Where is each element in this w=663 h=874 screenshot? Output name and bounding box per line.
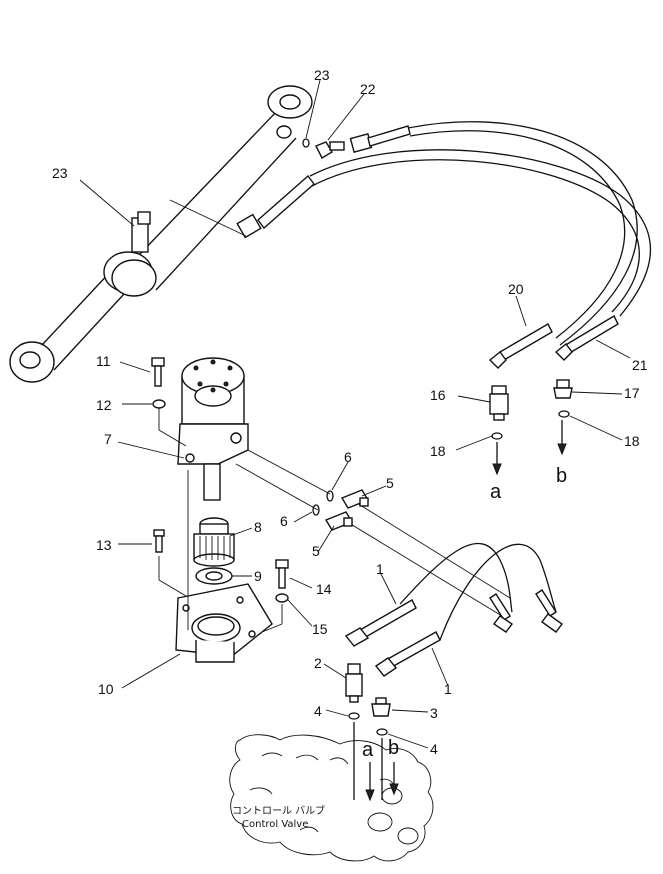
callout-7: 7 bbox=[104, 431, 112, 447]
callout-11: 11 bbox=[96, 353, 111, 369]
callout-12: 12 bbox=[96, 397, 112, 413]
bolt-14 bbox=[275, 559, 289, 589]
connector-lines bbox=[235, 449, 511, 617]
callout-1-upper: 1 bbox=[376, 561, 384, 577]
callout-9: 9 bbox=[254, 568, 262, 584]
callout-10: 10 bbox=[98, 681, 114, 697]
port-a-lower: a bbox=[362, 739, 374, 761]
callout-21: 22 bbox=[360, 81, 376, 97]
adapter-3 bbox=[371, 697, 391, 717]
o-ring-4-left bbox=[348, 712, 360, 720]
o-ring-6-upper bbox=[326, 490, 334, 502]
callout-5-lower: 5 bbox=[312, 543, 320, 559]
callout-16: 16 bbox=[430, 387, 446, 403]
callout-leaders bbox=[79, 79, 631, 749]
hose-19 bbox=[488, 323, 553, 369]
mounting-bracket-10 bbox=[175, 583, 273, 663]
o-ring-18-right bbox=[558, 410, 570, 418]
o-ring-6-lower bbox=[312, 504, 320, 516]
callout-1-lower: 1 bbox=[444, 681, 452, 697]
steering-unit bbox=[177, 357, 249, 501]
callout-22: 23 bbox=[314, 67, 330, 83]
callout-3: 3 bbox=[430, 705, 438, 721]
control-valve-caption: コントロール バルブ Control Valve bbox=[232, 804, 325, 830]
callout-5-upper: 5 bbox=[386, 475, 394, 491]
callout-14: 14 bbox=[316, 581, 332, 597]
spline-coupling-8 bbox=[193, 517, 235, 567]
adapter-16 bbox=[489, 385, 509, 421]
callout-18-right: 18 bbox=[624, 433, 640, 449]
port-a-upper: a bbox=[490, 481, 502, 503]
adapter-17 bbox=[553, 379, 573, 399]
control-valve-body bbox=[229, 734, 434, 862]
bolt-11 bbox=[151, 357, 165, 387]
hose-1-pair bbox=[344, 542, 563, 677]
callout-labels: 23 22 23 20 21 16 17 18 18 11 12 7 6 6 5… bbox=[52, 67, 648, 757]
cylinder-hoses bbox=[169, 121, 652, 346]
callout-6-upper: 6 bbox=[344, 449, 352, 465]
callout-18-left: 18 bbox=[430, 443, 446, 459]
washer-15 bbox=[275, 593, 289, 603]
caption-english: Control Valve bbox=[242, 819, 308, 830]
arrows-a-b-lower bbox=[353, 722, 399, 802]
port-b-upper: b bbox=[556, 465, 567, 487]
callout-4-right: 4 bbox=[430, 741, 438, 757]
adapter-5-lower bbox=[324, 511, 354, 531]
callout-15: 15 bbox=[312, 621, 328, 637]
callout-13: 13 bbox=[96, 537, 112, 553]
washer-12 bbox=[152, 399, 166, 409]
callout-4-left: 4 bbox=[314, 703, 322, 719]
bolt-13 bbox=[153, 529, 187, 597]
hose-20 bbox=[554, 315, 619, 361]
leader bbox=[158, 429, 187, 447]
callout-8: 8 bbox=[254, 519, 262, 535]
o-ring-18-left bbox=[491, 432, 503, 440]
o-ring-4-right bbox=[376, 728, 388, 736]
callout-6-lower: 6 bbox=[280, 513, 288, 529]
bearing-9 bbox=[195, 567, 233, 585]
callout-23: 23 bbox=[52, 165, 68, 181]
callout-20: 21 bbox=[632, 357, 648, 373]
caption-japanese: コントロール バルブ bbox=[232, 804, 325, 817]
callout-17: 17 bbox=[624, 385, 640, 401]
adapter-2 bbox=[345, 663, 363, 703]
callout-2: 2 bbox=[314, 655, 322, 671]
port-markers: a b a b bbox=[362, 465, 567, 761]
hydraulic-cylinder bbox=[9, 85, 313, 383]
arrows-a-b-upper bbox=[492, 420, 567, 476]
elbow-fitting-21 bbox=[302, 138, 345, 159]
callout-19: 20 bbox=[508, 281, 524, 297]
port-b-lower: b bbox=[388, 737, 399, 759]
adapter-5-upper bbox=[340, 489, 370, 509]
